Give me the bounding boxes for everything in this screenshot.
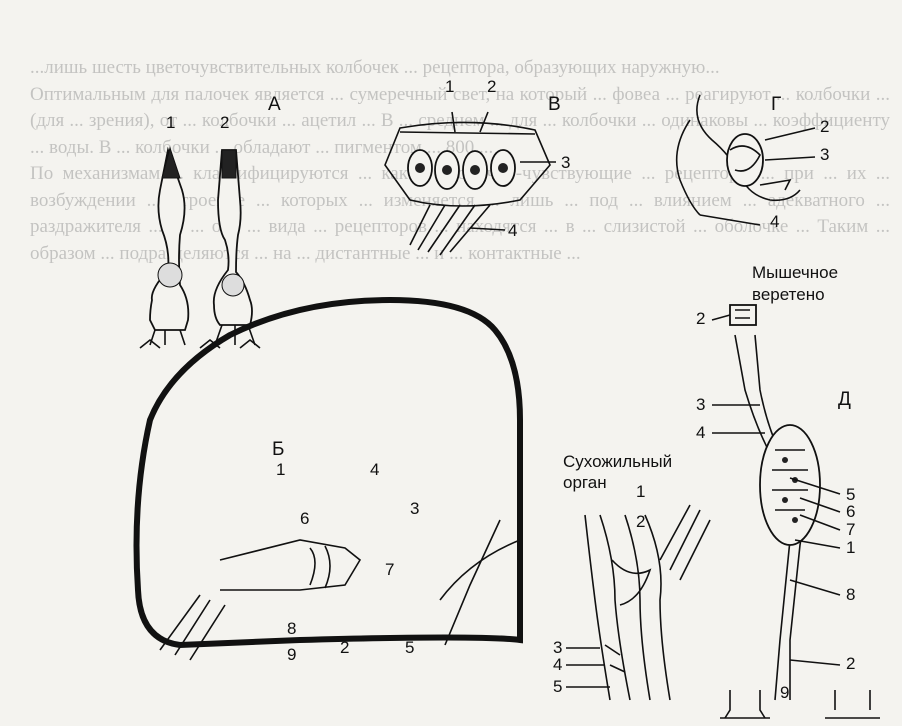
spindle-title-1: Мышечное xyxy=(752,263,838,282)
label-v-3: 3 xyxy=(561,153,570,172)
label-d-3: 3 xyxy=(696,395,705,414)
label-d-6: 6 xyxy=(846,502,855,521)
label-v-2: 2 xyxy=(487,77,496,96)
label-s-4: 4 xyxy=(553,655,562,674)
tendon-title-1: Сухожильный xyxy=(563,452,672,471)
spindle-title-2: веретено xyxy=(752,285,825,304)
section-g-label: Г xyxy=(771,94,781,115)
tendon-title-2: орган xyxy=(563,473,607,492)
panel-b-receptor xyxy=(137,300,521,660)
label-d-9: 9 xyxy=(780,683,789,702)
panel-tendon-organ xyxy=(585,505,710,700)
label-g-2: 2 xyxy=(820,117,829,136)
label-d-1: 1 xyxy=(846,538,855,557)
label-b-8: 8 xyxy=(287,619,296,638)
panel-d-muscle-spindle xyxy=(720,305,880,718)
panel-v-taste-bud xyxy=(385,112,550,255)
label-s-2: 2 xyxy=(636,512,645,531)
section-v-label: В xyxy=(548,94,561,115)
section-a-label: А xyxy=(268,94,281,115)
label-b-4: 4 xyxy=(370,460,379,479)
label-b-2: 2 xyxy=(340,638,349,657)
section-b-label: Б xyxy=(272,439,284,460)
label-d-8: 8 xyxy=(846,585,855,604)
label-a-1: 1 xyxy=(166,113,175,132)
label-b-3: 3 xyxy=(410,499,419,518)
section-d-label: Д xyxy=(838,389,851,410)
label-b-6: 6 xyxy=(300,509,309,528)
label-b-5: 5 xyxy=(405,638,414,657)
label-b-7: 7 xyxy=(385,560,394,579)
label-v-4: 4 xyxy=(508,221,517,240)
label-g-4: 4 xyxy=(770,212,779,231)
label-d-4: 4 xyxy=(696,423,705,442)
label-b-1: 1 xyxy=(276,460,285,479)
label-g-3: 3 xyxy=(820,145,829,164)
label-d-2b: 2 xyxy=(846,654,855,673)
label-v-1: 1 xyxy=(445,77,454,96)
label-s-5: 5 xyxy=(553,677,562,696)
panel-a-rod-and-cone xyxy=(140,148,260,348)
label-b-9: 9 xyxy=(287,645,296,664)
label-d-7: 7 xyxy=(846,520,855,539)
label-d-2: 2 xyxy=(696,309,705,328)
label-a-2: 2 xyxy=(220,113,229,132)
label-s-1: 1 xyxy=(636,482,645,501)
panel-g-nerve-ending xyxy=(677,95,800,225)
